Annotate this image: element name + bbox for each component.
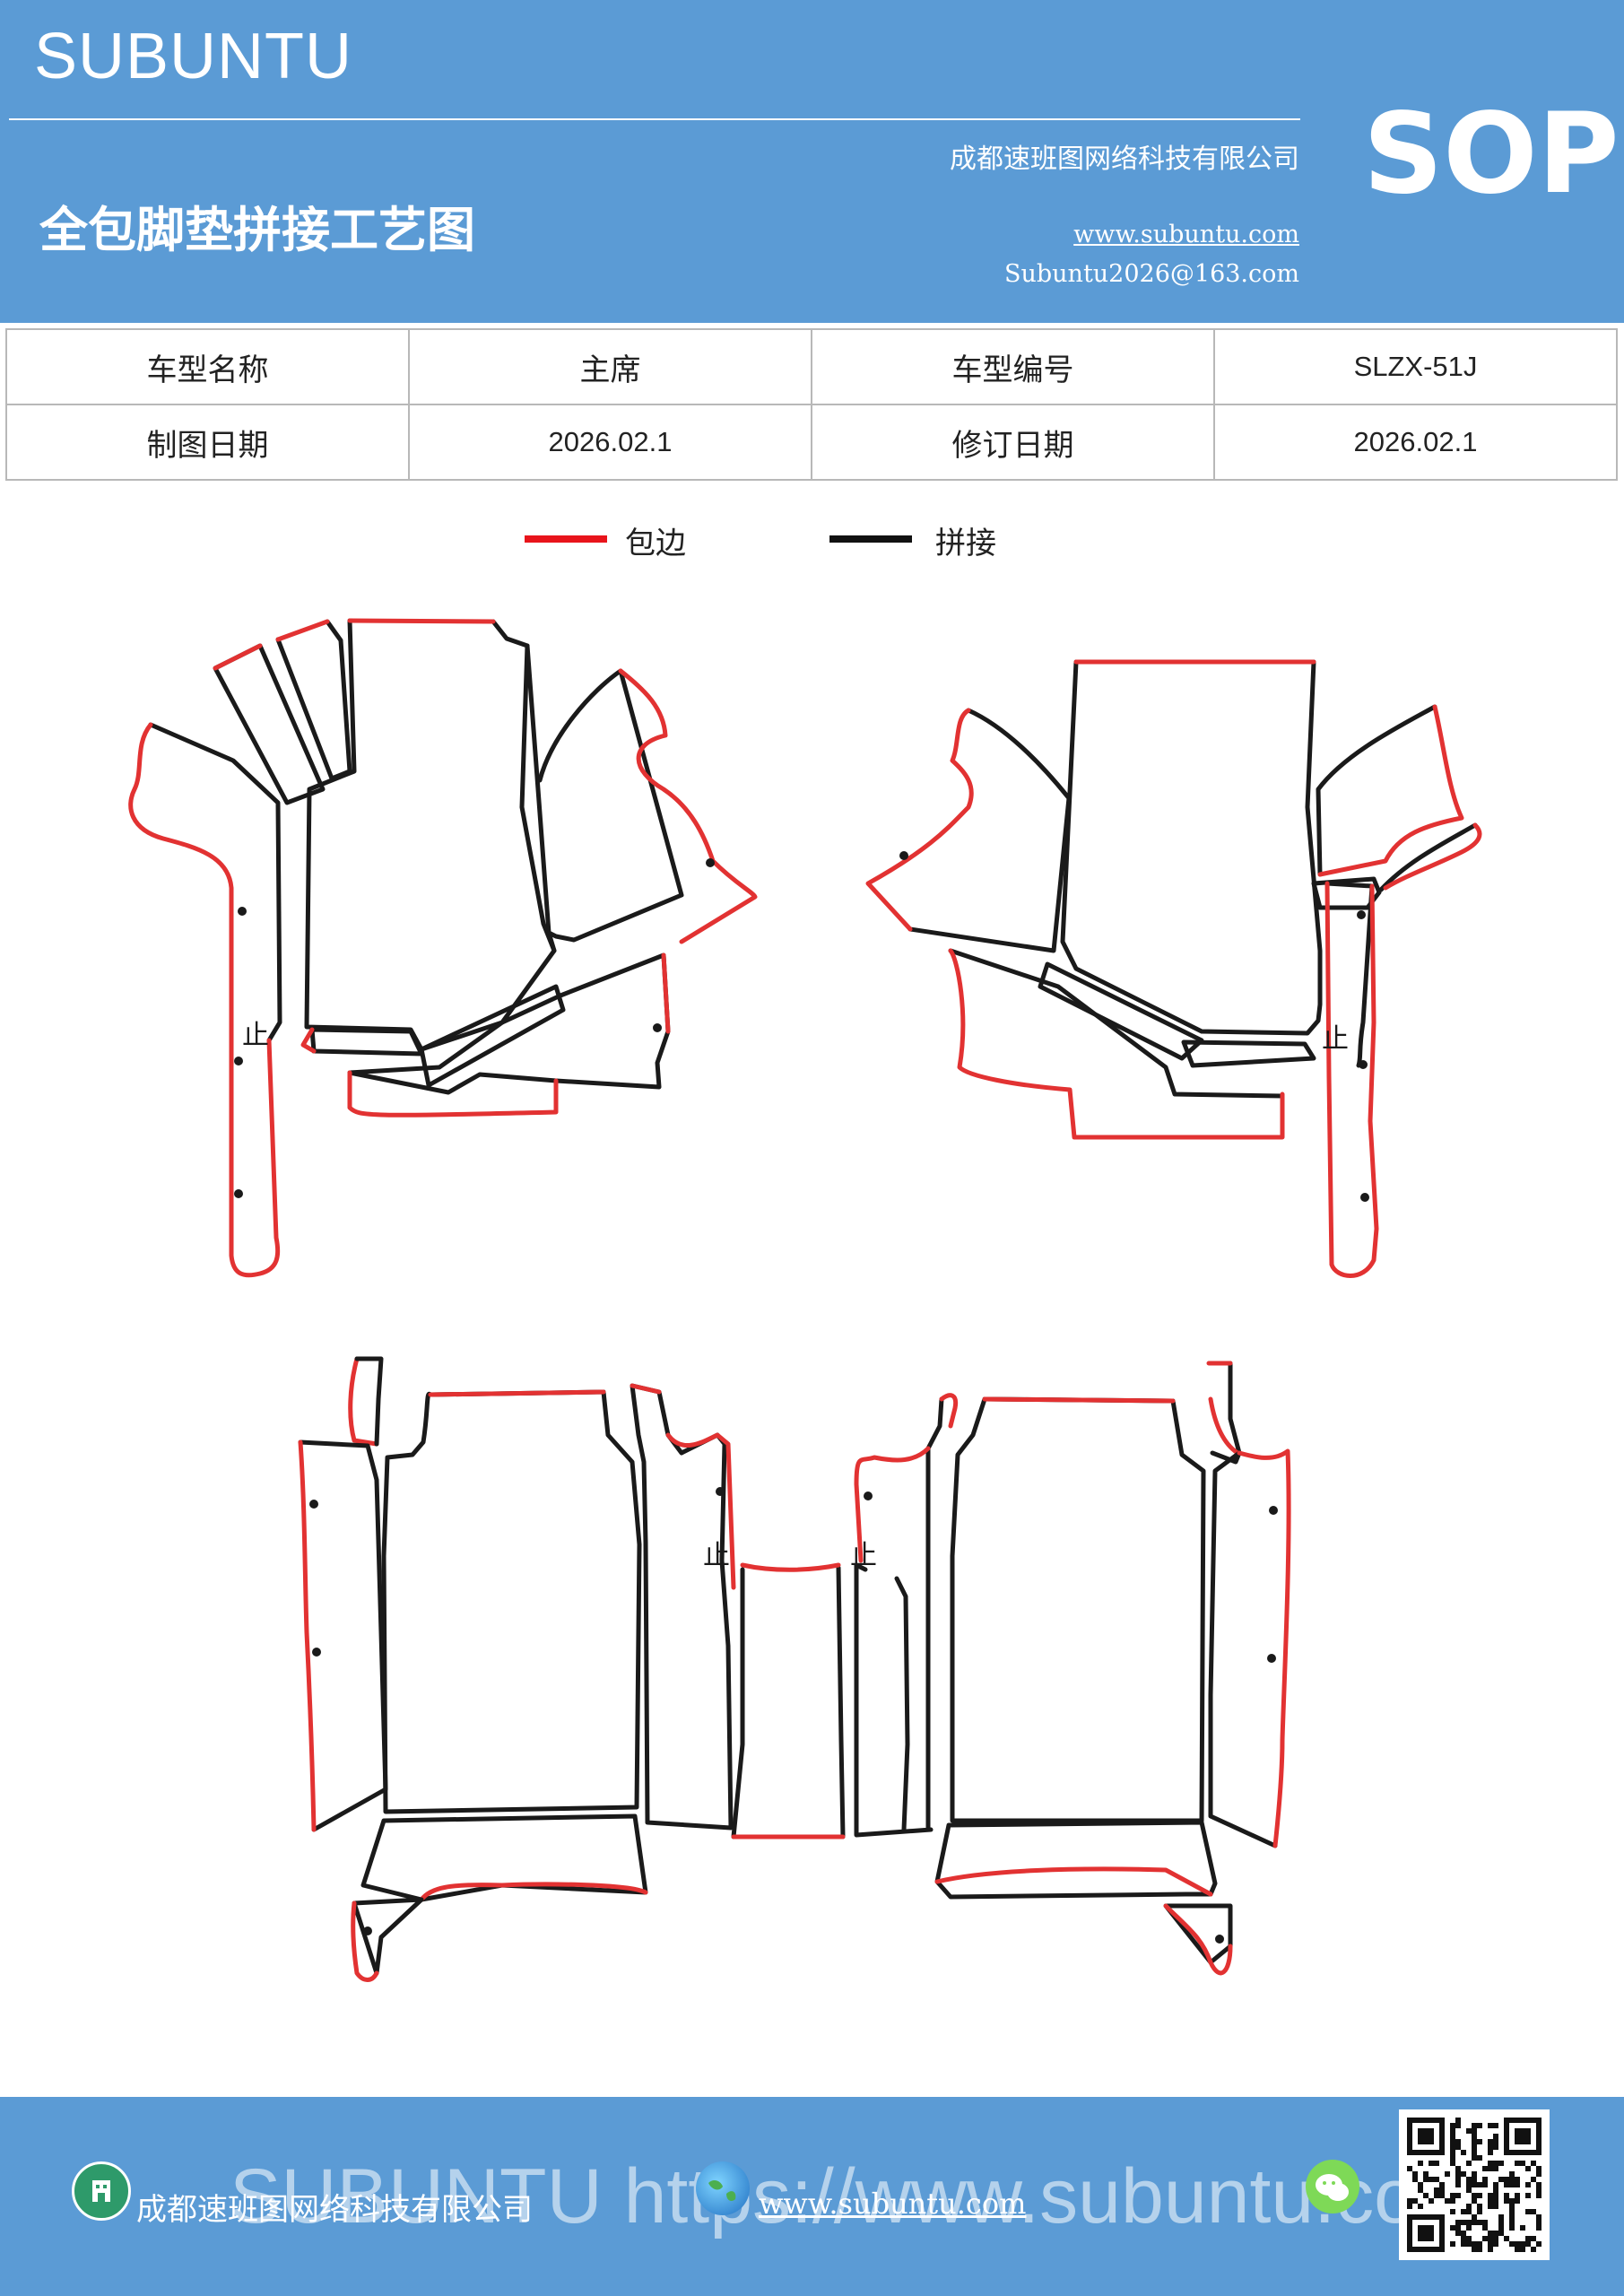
binding-edge — [934, 1866, 1213, 1897]
splice-seam — [1181, 1039, 1316, 1068]
splice-seam — [948, 948, 1285, 1099]
splice-seam — [1060, 659, 1323, 1036]
binding-edge — [298, 1439, 317, 1832]
splice-seam — [908, 708, 1072, 953]
binding-edge — [854, 1393, 959, 1563]
binding-edge — [1324, 881, 1379, 1278]
splice-seam — [894, 1576, 910, 1832]
footer-website-link[interactable]: www.subuntu.com — [759, 2187, 1027, 2221]
splice-seam — [309, 1027, 424, 1057]
binding-edge — [213, 643, 263, 671]
email-address: Subuntu2026@163.com — [1004, 260, 1299, 288]
splice-seam — [148, 722, 282, 1043]
splice-seam — [352, 1897, 424, 1976]
binding-edge — [351, 1900, 379, 1982]
binding-edge — [428, 1389, 606, 1397]
legend-swatch-edge — [525, 535, 607, 543]
footer-banner: SUBUNTU https://www.subuntu.com 成都速班图网络科… — [0, 2097, 1624, 2296]
binding-edge — [1163, 1903, 1233, 1976]
footer-company-name: 成都速班图网络科技有限公司 — [136, 2192, 533, 2228]
binding-edge — [348, 1356, 379, 1447]
binding-edge — [1317, 704, 1464, 877]
floor-mat-diagram: 止 止 止 止 — [128, 618, 1482, 1982]
splice-seam — [854, 1396, 944, 1838]
splice-seam — [630, 1383, 734, 1831]
doc-code: SOP — [1363, 90, 1620, 219]
table-row: 车型名称 主席 车型编号 SLZX-51J — [5, 328, 1618, 405]
splice-seam — [1378, 822, 1478, 892]
splice-seam — [950, 1396, 1206, 1823]
table-cell: 车型名称 — [5, 328, 410, 405]
table-cell: 制图日期 — [5, 404, 410, 481]
splice-seam — [731, 1565, 846, 1839]
binding-edge — [948, 948, 1285, 1140]
front-right-mat-group — [865, 659, 1482, 1278]
splice-seam — [275, 619, 352, 781]
legend: 包边 拼接 — [0, 520, 1624, 574]
binding-edge — [300, 1027, 317, 1054]
front-left-mat-group — [128, 618, 758, 1278]
legend-label-edge: 包边 — [625, 526, 686, 561]
table-cell: 主席 — [408, 328, 812, 405]
building-icon — [72, 2161, 131, 2221]
rear-left-mat-group — [298, 1356, 846, 1982]
binding-edge — [275, 619, 330, 642]
header-banner: SUBUNTU SOP 全包脚垫拼接工艺图 成都速班图网络科技有限公司 www.… — [0, 0, 1624, 323]
company-name: 成都速班图网络科技有限公司 — [950, 144, 1299, 175]
binding-edge — [419, 1882, 648, 1902]
binding-edge — [982, 1396, 1176, 1404]
splice-seam — [213, 643, 326, 805]
binding-edge — [1383, 822, 1482, 891]
splice-seam — [354, 1356, 384, 1447]
globe-icon — [696, 2161, 750, 2215]
header-divider — [9, 118, 1300, 120]
qr-code-image — [1399, 2109, 1550, 2260]
table-cell: SLZX-51J — [1213, 328, 1618, 405]
binding-edge — [128, 722, 281, 1278]
splice-seam — [381, 1389, 642, 1814]
splice-seam — [537, 668, 684, 943]
table-cell: 修订日期 — [811, 404, 1215, 481]
legend-label-seam: 拼接 — [935, 526, 996, 561]
splice-seam — [934, 1820, 1218, 1900]
splice-seam — [1208, 1450, 1278, 1848]
splice-seam — [298, 1439, 388, 1832]
binding-edge — [630, 1383, 736, 1590]
binding-edge — [731, 1562, 846, 1839]
binding-edge — [865, 708, 974, 932]
stop-mark: 止 — [242, 1020, 269, 1051]
splice-seam — [347, 952, 671, 1095]
binding-edge — [347, 952, 671, 1118]
splice-seam — [1038, 961, 1204, 1061]
rear-right-mat-group — [854, 1361, 1291, 1976]
page-title: 全包脚垫拼接工艺图 — [39, 202, 475, 258]
table-cell: 车型编号 — [811, 328, 1215, 405]
binding-edge — [347, 618, 496, 624]
table-cell: 2026.02.1 — [408, 404, 812, 481]
footer-watermark: SUBUNTU https://www.subuntu.com — [230, 2153, 1481, 2239]
binding-edge — [1237, 1448, 1291, 1848]
legend-swatch-seam — [829, 535, 912, 543]
table-row: 制图日期 2026.02.1 修订日期 2026.02.1 — [5, 404, 1618, 481]
website-link[interactable]: www.subuntu.com — [1073, 221, 1299, 248]
stop-mark: 止 — [703, 1540, 730, 1571]
brand-name: SUBUNTU — [34, 21, 353, 92]
stop-mark: 止 — [1322, 1023, 1349, 1055]
stop-mark: 止 — [850, 1540, 877, 1571]
vehicle-info-table: 车型名称 主席 车型编号 SLZX-51J 制图日期 2026.02.1 修订日… — [5, 328, 1618, 481]
binding-edge — [618, 668, 758, 944]
stop-marks: 止 止 止 止 — [242, 1020, 1349, 1571]
splice-seam — [1316, 704, 1437, 877]
fastener-dots — [234, 851, 1369, 1944]
table-cell: 2026.02.1 — [1213, 404, 1618, 481]
splice-seam — [1210, 1361, 1242, 1465]
binding-edge — [1206, 1361, 1240, 1456]
wechat-icon — [1306, 2160, 1359, 2213]
splice-seam — [419, 984, 566, 1088]
